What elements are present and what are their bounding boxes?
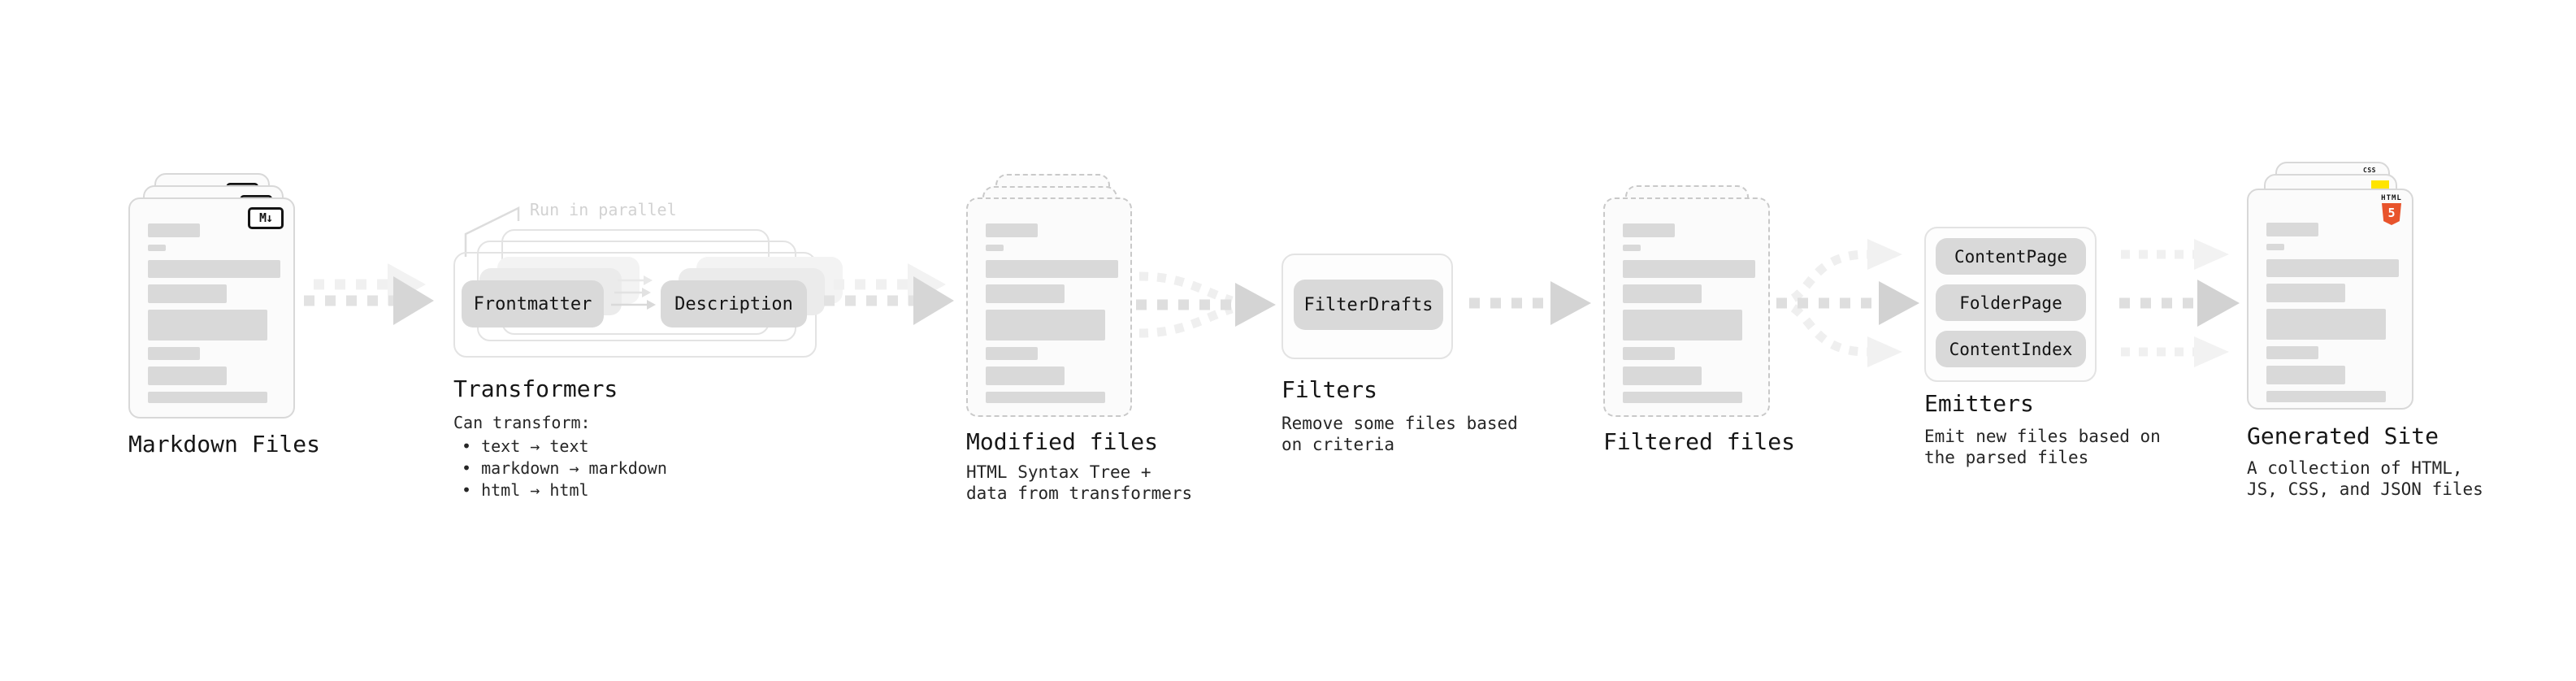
placeholder-bar — [1623, 223, 1675, 237]
placeholder-bar — [2266, 284, 2345, 302]
placeholder-bar — [148, 347, 200, 360]
stage-label-modified-files: Modified files — [966, 428, 1159, 455]
placeholder-bar — [2266, 259, 2399, 277]
emitter-pill-folderpage: FolderPage — [1936, 284, 2086, 321]
file-card — [1603, 197, 1770, 417]
parallel-arrows-icon — [611, 275, 656, 310]
placeholder-bar — [1623, 347, 1675, 360]
transformers-capabilities-list: • text → text • markdown → markdown • ht… — [462, 436, 667, 500]
filter-pill-filterdrafts: FilterDrafts — [1294, 280, 1443, 330]
placeholder-bar — [1623, 284, 1702, 303]
placeholder-bar — [148, 223, 200, 237]
placeholder-bar — [2266, 366, 2345, 384]
run-in-parallel-annotation: Run in parallel — [530, 200, 677, 219]
placeholder-bar — [1623, 310, 1742, 340]
placeholder-bar — [148, 367, 227, 385]
placeholder-bar — [2266, 391, 2386, 402]
placeholder-bar — [986, 245, 1004, 251]
stage-label-filtered-files: Filtered files — [1603, 428, 1796, 455]
markdown-icon: M↓ — [248, 207, 284, 229]
arrow-markdown-to-transformers — [304, 263, 434, 325]
placeholder-bar — [986, 223, 1038, 237]
placeholder-bar — [1623, 392, 1742, 403]
arrow-filters-to-filtered — [1469, 281, 1591, 325]
emitter-pill-contentindex: ContentIndex — [1936, 331, 2086, 367]
card-content-placeholder — [1623, 223, 1755, 403]
stage-label-markdown-files: Markdown Files — [128, 431, 321, 458]
placeholder-bar — [1623, 367, 1702, 385]
emitters-desc: Emit new files based on the parsed files — [1924, 427, 2161, 467]
arrow-transformers-to-modified — [824, 263, 954, 325]
card-content-placeholder — [148, 223, 280, 403]
placeholder-bar — [986, 284, 1065, 303]
stage-label-generated-site: Generated Site — [2247, 423, 2439, 449]
card-content-placeholder — [2266, 223, 2399, 402]
arrow-modified-to-filters — [1136, 271, 1276, 338]
generated-site-desc: A collection of HTML, JS, CSS, and JSON … — [2247, 458, 2483, 499]
html5-icon: HTML 5 — [2381, 194, 2402, 225]
placeholder-bar — [986, 347, 1038, 360]
placeholder-bar — [148, 260, 280, 278]
transformer-pill-description: Description — [661, 280, 807, 327]
placeholder-bar — [986, 367, 1065, 385]
stage-label-transformers: Transformers — [453, 375, 618, 402]
placeholder-bar — [2266, 244, 2284, 250]
modified-files-desc: HTML Syntax Tree + data from transformer… — [966, 462, 1193, 503]
placeholder-bar — [2266, 223, 2318, 236]
transformer-pill-frontmatter: Frontmatter — [462, 280, 604, 327]
transformers-desc-heading: Can transform: — [453, 413, 591, 432]
placeholder-bar — [1623, 245, 1641, 251]
placeholder-bar — [986, 260, 1118, 278]
annotation-leader-line — [464, 206, 520, 257]
placeholder-bar — [986, 392, 1105, 403]
placeholder-bar — [2266, 309, 2386, 340]
file-card: M↓ — [128, 197, 295, 419]
arrow-emitters-to-generated — [2119, 239, 2240, 367]
placeholder-bar — [148, 284, 227, 303]
file-card — [966, 197, 1132, 417]
stage-label-filters: Filters — [1281, 376, 1378, 403]
placeholder-bar — [148, 310, 267, 340]
emitter-pill-contentpage: ContentPage — [1936, 238, 2086, 275]
placeholder-bar — [148, 245, 166, 251]
arrow-filtered-to-emitters — [1776, 239, 1919, 367]
card-content-placeholder — [986, 223, 1118, 403]
placeholder-bar — [986, 310, 1105, 340]
js-icon — [2371, 180, 2389, 189]
placeholder-bar — [2266, 346, 2318, 359]
stage-label-emitters: Emitters — [1924, 390, 2034, 417]
file-card: HTML 5 — [2247, 189, 2413, 410]
placeholder-bar — [1623, 260, 1755, 278]
placeholder-bar — [148, 392, 267, 403]
filters-desc: Remove some files based on criteria — [1281, 414, 1518, 454]
